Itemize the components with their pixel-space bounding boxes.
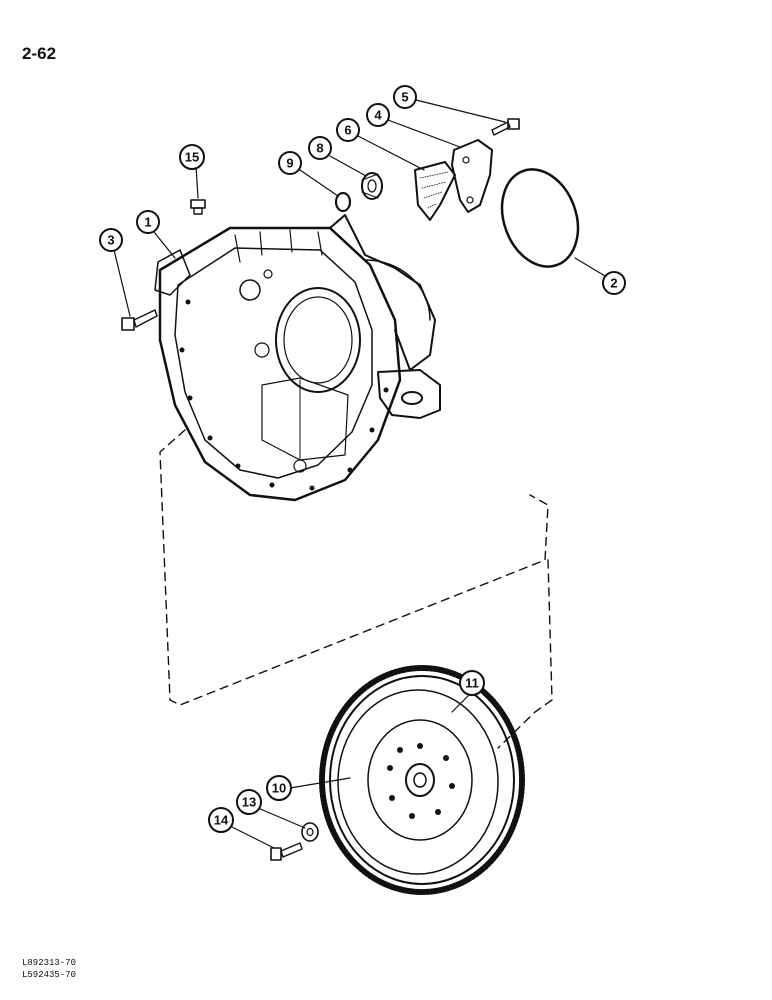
ring-9 xyxy=(334,191,352,213)
leader-lines xyxy=(113,99,606,849)
callout-5: 5 xyxy=(393,85,417,109)
svg-text:8: 8 xyxy=(316,141,323,156)
figure-reference-2: L592435-70 xyxy=(22,970,77,980)
callout-9: 9 xyxy=(278,151,302,175)
callout-13: 13 xyxy=(236,789,262,815)
flywheel xyxy=(319,665,525,895)
dashed-association-line xyxy=(159,429,549,706)
figure-reference-1: L892313-70 xyxy=(22,958,77,968)
callout-4: 4 xyxy=(366,103,390,127)
washer-13 xyxy=(301,822,319,842)
svg-text:6: 6 xyxy=(344,123,351,138)
callout-15: 15 xyxy=(179,144,205,170)
svg-text:3: 3 xyxy=(107,233,114,248)
svg-text:9: 9 xyxy=(286,156,293,171)
callout-14: 14 xyxy=(208,807,234,833)
callout-8: 8 xyxy=(308,136,332,160)
callout-3: 3 xyxy=(99,228,123,252)
svg-text:4: 4 xyxy=(374,108,382,123)
dashed-association-line-2 xyxy=(497,559,553,749)
svg-text:14: 14 xyxy=(214,813,229,828)
callout-2: 2 xyxy=(602,271,626,295)
callout-11: 11 xyxy=(459,670,485,696)
svg-text:11: 11 xyxy=(465,676,479,691)
svg-text:15: 15 xyxy=(185,150,199,165)
callout-10: 10 xyxy=(266,775,292,801)
svg-text:5: 5 xyxy=(401,90,408,105)
svg-text:13: 13 xyxy=(242,795,256,810)
page-number: 2-62 xyxy=(22,44,57,63)
screen-6 xyxy=(414,161,456,221)
bolt-5 xyxy=(491,118,520,136)
svg-text:1: 1 xyxy=(144,215,151,230)
bolt-14 xyxy=(270,842,303,861)
flywheel-housing xyxy=(154,214,441,502)
callout-1: 1 xyxy=(136,210,160,234)
svg-text:2: 2 xyxy=(610,276,617,291)
o-ring-2 xyxy=(500,168,580,268)
plug-15 xyxy=(190,199,206,215)
cover-4 xyxy=(451,139,493,213)
callout-6: 6 xyxy=(336,118,360,142)
bolt-3 xyxy=(121,309,158,331)
svg-text:10: 10 xyxy=(272,781,286,796)
fitting-8 xyxy=(361,172,383,200)
